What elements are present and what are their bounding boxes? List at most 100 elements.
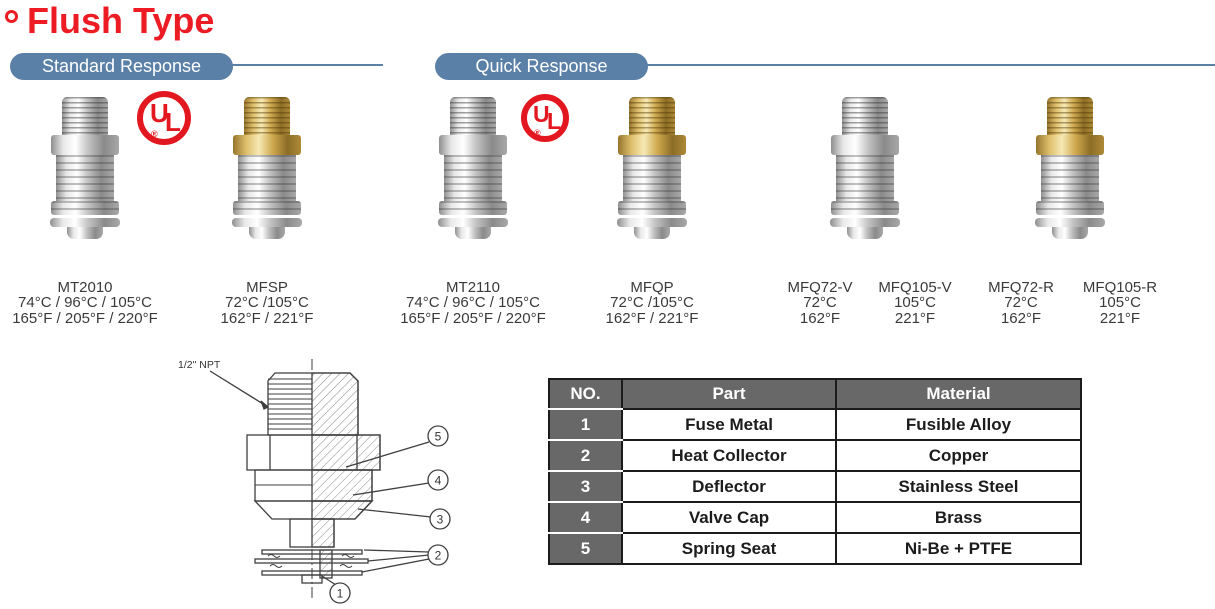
diagram-callout-3: 3 (429, 508, 451, 530)
column-header-material: Material (835, 378, 1082, 410)
sprinkler-body (238, 155, 296, 201)
sprinkler-ring (618, 201, 686, 215)
product-label-mfq72-r: MFQ72-R 72°C 162°F (973, 280, 1069, 326)
product-image-mt2010 (35, 97, 135, 257)
product-temp-c: 74°C / 96°C / 105°C (406, 294, 540, 311)
product-name: MFQ105-V (878, 279, 952, 296)
cell-material: Fusible Alloy (835, 408, 1082, 441)
cell-part: Heat Collector (621, 439, 837, 472)
banner-quick-response-label: Quick Response (475, 56, 608, 76)
sprinkler-threads (629, 97, 675, 135)
parts-materials-table: NO. Part Material 1 Fuse Metal Fusible A… (548, 378, 1082, 565)
sprinkler-ring (51, 201, 119, 215)
product-image-mfqp (602, 97, 702, 257)
svg-text:3: 3 (437, 513, 444, 527)
product-temp-c: 105°C (894, 294, 936, 311)
ul-listed-icon: U L ® (137, 91, 191, 145)
sprinkler-hex (233, 135, 301, 155)
product-image-mfq-v (815, 97, 915, 257)
ul-letter-l: L (165, 107, 181, 137)
sprinkler-ring (1036, 201, 1104, 215)
diagram-callout-1: 1 (329, 582, 351, 604)
cell-part: Fuse Metal (621, 408, 837, 441)
product-label-mt2010: MT2010 74°C / 96°C / 105°C 165°F / 205°F… (0, 280, 180, 326)
sprinkler-deflector (830, 218, 900, 227)
sprinkler-face (1052, 227, 1088, 239)
sprinkler-threads (244, 97, 290, 135)
table-row: 1 Fuse Metal Fusible Alloy (548, 408, 1082, 441)
sprinkler-ring (439, 201, 507, 215)
product-temp-f: 221°F (894, 309, 936, 327)
cell-material: Ni-Be + PTFE (835, 532, 1082, 565)
product-temp-f: 162°F (799, 309, 841, 327)
product-temp-f: 162°F / 221°F (220, 309, 314, 327)
sprinkler-threads (62, 97, 108, 135)
page-title: Flush Type (27, 0, 215, 41)
svg-text:2: 2 (435, 549, 442, 563)
sprinkler-ring (831, 201, 899, 215)
cell-material: Stainless Steel (835, 470, 1082, 503)
product-name: MFSP (246, 279, 288, 296)
product-temp-c: 105°C (1099, 294, 1141, 311)
diagram-callout-2: 2 (427, 544, 449, 566)
ul-registered-mark: ® (151, 129, 158, 139)
sprinkler-face (455, 227, 491, 239)
title-bullet-icon (5, 10, 18, 23)
product-image-mfsp (217, 97, 317, 257)
cell-no: 1 (548, 408, 623, 441)
product-image-mfq-r (1020, 97, 1120, 257)
product-name: MFQ105-R (1082, 279, 1158, 296)
sprinkler-deflector (1035, 218, 1105, 227)
sprinkler-face (67, 227, 103, 239)
product-name: MT2110 (446, 279, 500, 296)
cell-material: Copper (835, 439, 1082, 472)
column-header-no: NO. (548, 378, 623, 410)
cell-no: 5 (548, 532, 623, 565)
sprinkler-face (847, 227, 883, 239)
cell-part: Spring Seat (621, 532, 837, 565)
product-temp-c: 72°C (1004, 294, 1038, 311)
cell-part: Valve Cap (621, 501, 837, 534)
table-row: 3 Deflector Stainless Steel (548, 470, 1082, 503)
sprinkler-body (444, 155, 502, 201)
sprinkler-hex (51, 135, 119, 155)
cell-no: 3 (548, 470, 623, 503)
sprinkler-ring (233, 201, 301, 215)
cell-part: Deflector (621, 470, 837, 503)
sprinkler-body (1041, 155, 1099, 201)
sprinkler-deflector (232, 218, 302, 227)
product-temp-f: 165°F / 205°F / 220°F (400, 309, 546, 327)
sprinkler-threads (450, 97, 496, 135)
product-label-mfqp: MFQP 72°C /105°C 162°F / 221°F (568, 280, 736, 326)
sprinkler-body (56, 155, 114, 201)
product-temp-c: 72°C /105°C (225, 294, 309, 311)
svg-text:5: 5 (435, 430, 442, 444)
ul-letter-l: L (547, 108, 562, 134)
banner-quick-line (646, 64, 1215, 66)
svg-text:1: 1 (337, 587, 344, 601)
banner-quick-response: Quick Response (435, 53, 648, 80)
sprinkler-deflector (50, 218, 120, 227)
banner-standard-line (231, 64, 383, 66)
cell-material: Brass (835, 501, 1082, 534)
sprinkler-hex (831, 135, 899, 155)
diagram-thread-size-label: 1/2" NPT (178, 359, 221, 371)
diagram-callout-4: 4 (427, 469, 449, 491)
sprinkler-face (634, 227, 670, 239)
sprinkler-deflector (617, 218, 687, 227)
cell-no: 4 (548, 501, 623, 534)
banner-standard-response: Standard Response (10, 53, 233, 80)
product-label-mfq105-r: MFQ105-R 105°C 221°F (1068, 280, 1172, 326)
ul-registered-mark: ® (534, 128, 541, 138)
product-label-mt2110: MT2110 74°C / 96°C / 105°C 165°F / 205°F… (378, 280, 568, 326)
product-name: MT2010 (57, 279, 113, 296)
sprinkler-hex (1036, 135, 1104, 155)
svg-text:4: 4 (435, 474, 442, 488)
table-row: 5 Spring Seat Ni-Be + PTFE (548, 532, 1082, 565)
column-header-part: Part (621, 378, 837, 410)
sprinkler-deflector (438, 218, 508, 227)
sprinkler-threads (842, 97, 888, 135)
sprinkler-face (249, 227, 285, 239)
ul-listed-icon: U L ® (521, 94, 569, 142)
product-temp-f: 162°F (1000, 309, 1042, 327)
